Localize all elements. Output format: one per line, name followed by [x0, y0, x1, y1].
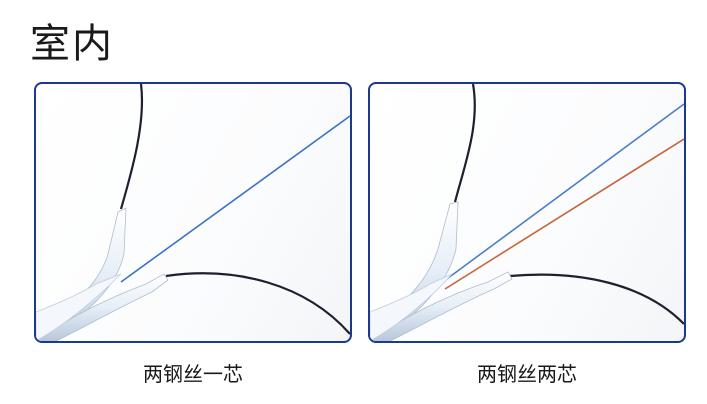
fiber-blue	[120, 115, 350, 283]
cable-photo-two-core	[368, 82, 686, 343]
cable-body	[36, 273, 122, 341]
cable-illustration	[370, 84, 684, 341]
fiber-blue	[439, 103, 684, 285]
steel-wire-upper	[119, 84, 144, 210]
steel-wire-lower	[165, 272, 350, 335]
steel-wire-upper	[453, 84, 476, 203]
steel-wire-lower	[509, 273, 684, 325]
caption-two-core: 两钢丝两芯	[477, 362, 577, 386]
caption-one-core: 两钢丝一芯	[143, 362, 243, 386]
page-title: 室内	[30, 21, 114, 67]
cable-illustration	[36, 84, 350, 341]
fiber-orange	[444, 138, 684, 290]
sheath-lower	[36, 273, 169, 341]
cable-body	[370, 273, 453, 341]
sheath-lower	[370, 271, 513, 341]
cable-photo-one-core	[34, 82, 352, 343]
